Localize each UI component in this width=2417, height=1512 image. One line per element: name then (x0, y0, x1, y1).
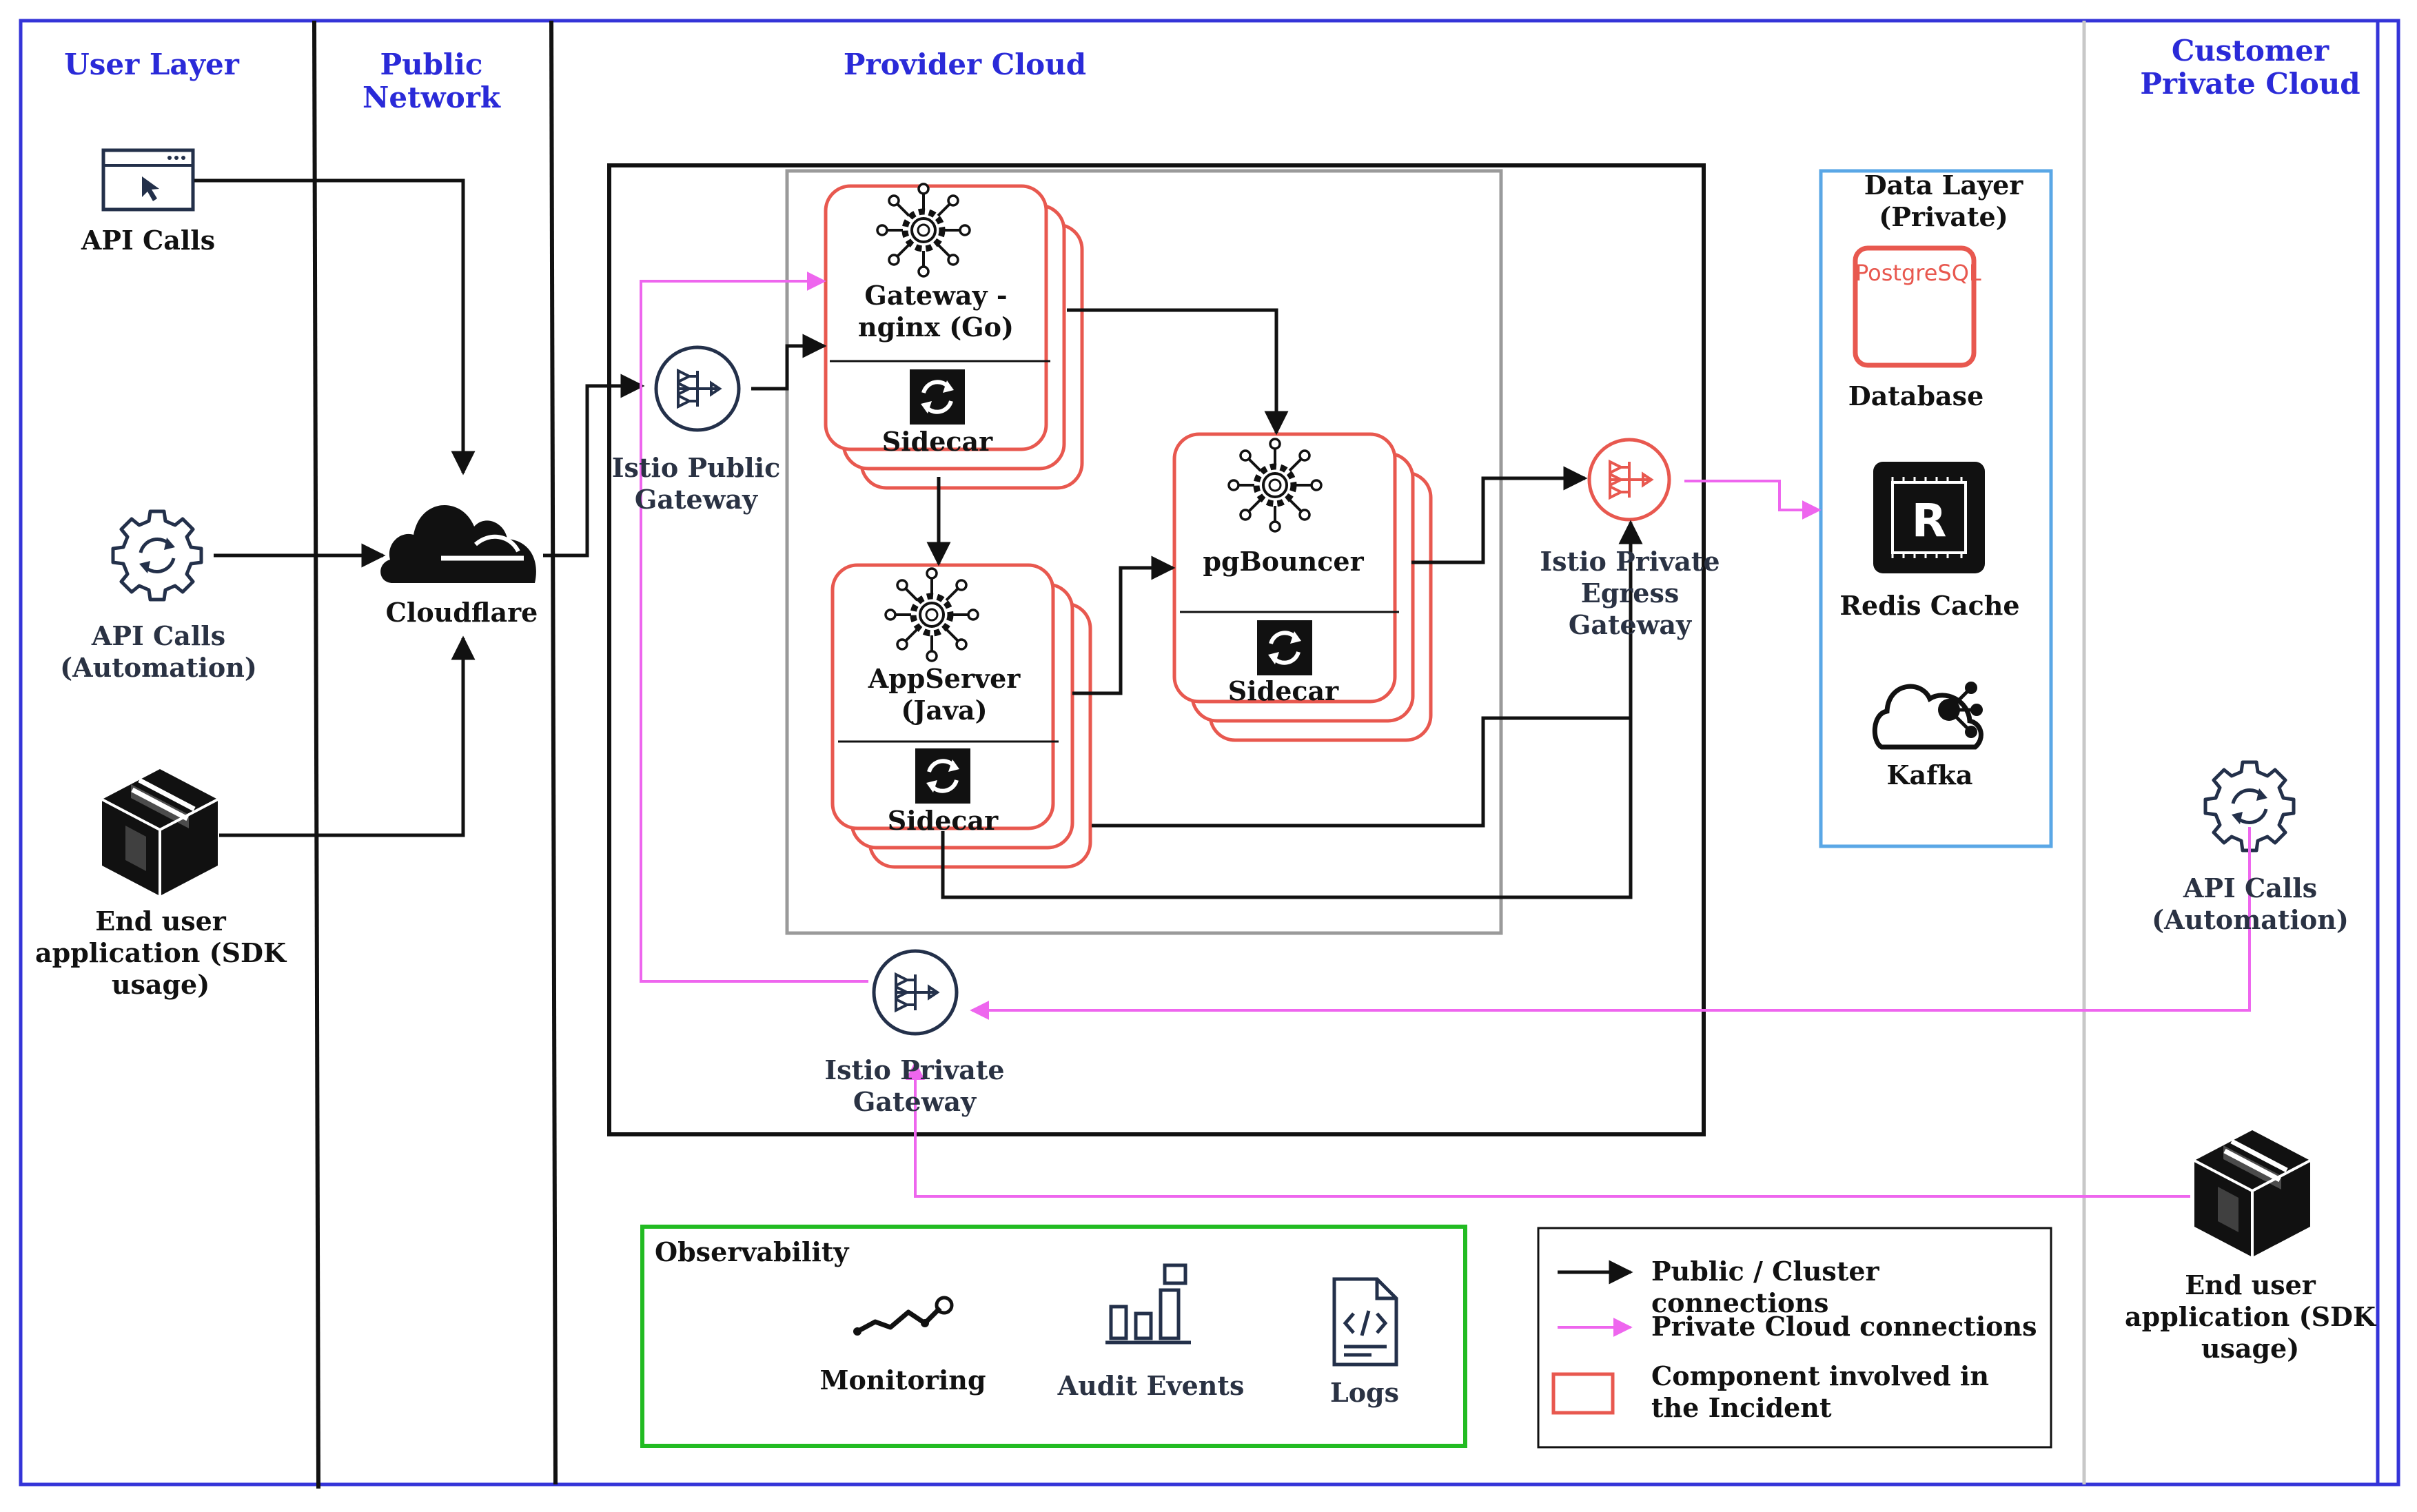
private-connections (640, 272, 2251, 1198)
istio-public-gateway-icon (654, 345, 741, 432)
audit-bars-icon (1105, 1263, 1191, 1345)
pgbouncer-label: pgBouncer (1203, 546, 1364, 577)
redis-chip-icon: R (1873, 462, 1985, 573)
api-calls-automation-label: API Calls (Automation) (60, 620, 257, 683)
monitoring-icon (853, 1296, 954, 1336)
customer-end-user-box-icon (2194, 1130, 2310, 1257)
cloudflare-cloud-icon (380, 505, 536, 583)
istio-private-egress-gateway-icon (1587, 438, 1671, 522)
customer-end-user-app-label: End user application (SDK usage) (2125, 1269, 2376, 1364)
header-public-network: Public Network (363, 48, 500, 114)
legend-public-label: Public / Cluster connections (1651, 1256, 1879, 1318)
public-connections (194, 178, 1643, 899)
data-layer-title: Data Layer (Private) (1864, 170, 2023, 232)
pgbouncer-sidecar-label: Sidecar (1227, 675, 1339, 706)
divider-public-provider (549, 20, 558, 1485)
appserver-sidecar-icon (915, 748, 970, 804)
browser-window-icon (101, 148, 195, 212)
customer-api-calls-automation-label: API Calls (Automation) (2152, 872, 2349, 935)
kafka-cloud-icon (1872, 682, 1983, 750)
istio-private-gateway-icon (872, 949, 959, 1036)
api-calls-label: API Calls (81, 225, 216, 256)
istio-private-gateway-label: Istio Private Gateway (824, 1054, 1005, 1117)
audit-events-label: Audit Events (1057, 1370, 1245, 1401)
logs-file-icon (1332, 1277, 1398, 1367)
monitoring-label: Monitoring (819, 1365, 986, 1396)
postgresql-icon (1853, 245, 1977, 368)
kafka-label: Kafka (1886, 759, 1973, 790)
appserver-sidecar-label: Sidecar (887, 805, 999, 836)
appserver-cards (830, 563, 1092, 869)
svg-text:R: R (1912, 494, 1947, 547)
appserver-label: AppServer (Java) (868, 663, 1021, 726)
logs-label: Logs (1329, 1377, 1400, 1408)
legend-box (1537, 1227, 2052, 1449)
observability-title: Observability (655, 1236, 849, 1267)
database-label: Database (1848, 380, 1984, 411)
divider-user-public (312, 20, 320, 1489)
legend-private-label: Private Cloud connections (1651, 1311, 2037, 1342)
header-user-layer: User Layer (64, 48, 239, 81)
provider-cluster-box (607, 163, 1706, 1136)
end-user-app-label: End user application (SDK usage) (35, 906, 286, 1000)
outer-frame (19, 19, 2400, 1487)
end-user-app-box-icon (102, 769, 218, 896)
header-customer-private-cloud: Customer Private Cloud (2140, 34, 2360, 101)
istio-private-egress-gateway-label: Istio Private Egress Gateway (1540, 546, 1720, 640)
postgresql-logo-text: PostgreSQL (1855, 260, 1981, 286)
legend-incident-swatch (1551, 1372, 1615, 1415)
gateway-sidecar-icon (910, 369, 965, 425)
services-box (785, 169, 1503, 935)
gateway-nginx-label: Gateway - nginx (Go) (858, 280, 1014, 343)
redis-cache-label: Redis Cache (1839, 590, 2020, 621)
api-automation-gear-icon (113, 511, 201, 600)
observability-box (640, 1225, 1467, 1448)
istio-public-gateway-label: Istio Public Gateway (611, 452, 781, 515)
pgbouncer-sidecar-icon (1257, 620, 1312, 675)
cloudflare-label: Cloudflare (385, 597, 538, 628)
header-provider-cloud: Provider Cloud (843, 48, 1087, 81)
gateway-sidecar-label: Sidecar (881, 426, 993, 457)
legend-incident-label: Component involved in the Incident (1651, 1360, 1989, 1423)
